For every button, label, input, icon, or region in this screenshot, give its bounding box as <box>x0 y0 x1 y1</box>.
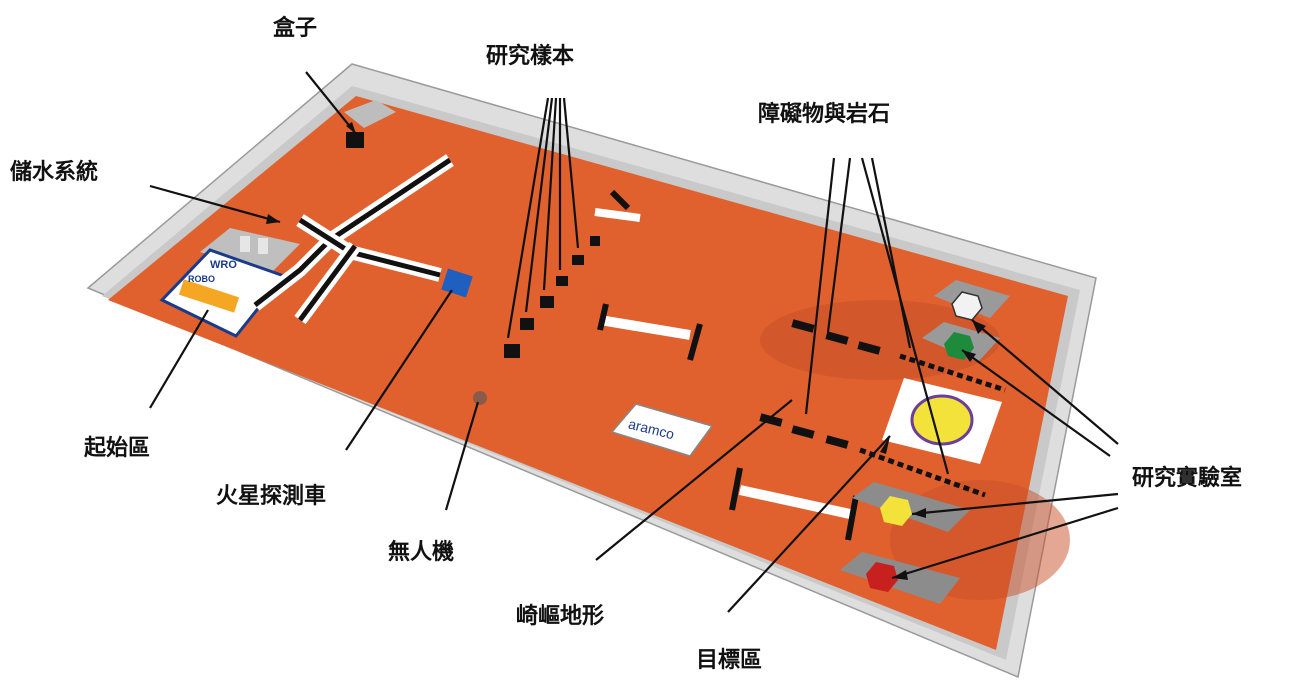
sample-marker <box>556 276 568 286</box>
water-tank-1 <box>240 236 250 252</box>
sample-marker <box>540 296 554 308</box>
sample-marker <box>590 236 600 246</box>
pointer-sample-2 <box>524 97 554 313</box>
pointer-water <box>149 184 281 224</box>
obstacle <box>759 413 783 427</box>
sample-marker <box>504 344 520 358</box>
barrier-bottom <box>729 467 859 541</box>
label-water-system: 儲水系統 <box>10 160 99 185</box>
obstacle <box>791 425 815 439</box>
pointer-rover <box>345 289 453 451</box>
pointer-drone <box>444 401 480 511</box>
barrier-h <box>597 303 703 361</box>
pointer-lab-1 <box>971 319 1119 445</box>
pointer-lab-3 <box>911 492 1119 516</box>
label-mars-rover: 火星探測車 <box>216 484 327 509</box>
mars-rover <box>441 268 473 298</box>
pointer-lab-2 <box>961 349 1111 457</box>
obstacle <box>825 435 849 449</box>
obstacle <box>857 341 881 355</box>
pointer-sample-3 <box>542 97 558 291</box>
lab-hex-white <box>951 291 983 321</box>
pointer-sample-1 <box>506 97 550 339</box>
pointer-lines <box>149 71 1119 613</box>
water-tank-2 <box>258 238 268 254</box>
obstacle <box>825 331 849 345</box>
sample-marker <box>520 318 534 330</box>
cross-line-path <box>250 154 454 325</box>
lab-base-yellow <box>852 482 970 532</box>
label-box: 盒子 <box>273 16 318 41</box>
black-dashed-line <box>859 447 986 498</box>
pointer-target <box>727 435 891 613</box>
obstacle <box>791 319 815 333</box>
start-area-poster: WRO ROBO <box>159 248 287 338</box>
terrain-shade <box>760 300 1000 380</box>
pointer-obstacle-4 <box>870 157 912 349</box>
lab-hex-yellow <box>880 496 912 526</box>
pointer-start <box>149 309 209 409</box>
pointer-sample-5 <box>562 97 580 249</box>
label-research-lab: 研究實驗室 <box>1132 466 1243 491</box>
poster-logo-1: WRO <box>210 259 237 271</box>
pointer-arrowheads <box>266 122 986 580</box>
pointer-terrain <box>595 399 793 561</box>
target-emblem <box>910 394 974 446</box>
sponsor-sign: aramco <box>610 403 714 457</box>
label-rough-terrain: 崎嶇地形 <box>516 604 605 629</box>
drone-marker <box>473 391 487 405</box>
barrier-i <box>594 189 641 222</box>
black-dashed-line <box>899 353 1006 393</box>
lab-hex-red <box>866 562 898 592</box>
poster-banner <box>178 279 240 313</box>
sample-marker <box>572 255 584 265</box>
label-drone: 無人機 <box>388 540 455 565</box>
pointer-box <box>305 71 357 135</box>
pointer-lab-4 <box>891 506 1119 580</box>
label-target-area: 目標區 <box>696 648 763 673</box>
box-platform <box>344 100 396 128</box>
box-marker <box>346 132 364 148</box>
label-start-area: 起始區 <box>84 436 151 461</box>
poster-logo-2: ROBO <box>188 274 215 284</box>
label-research-samples: 研究樣本 <box>486 44 575 69</box>
pointer-obstacle-1 <box>804 157 836 415</box>
pointer-obstacle-2 <box>826 157 852 333</box>
pointer-obstacle-3 <box>860 157 950 475</box>
label-obstacles-rocks: 障礙物與岩石 <box>758 102 891 127</box>
